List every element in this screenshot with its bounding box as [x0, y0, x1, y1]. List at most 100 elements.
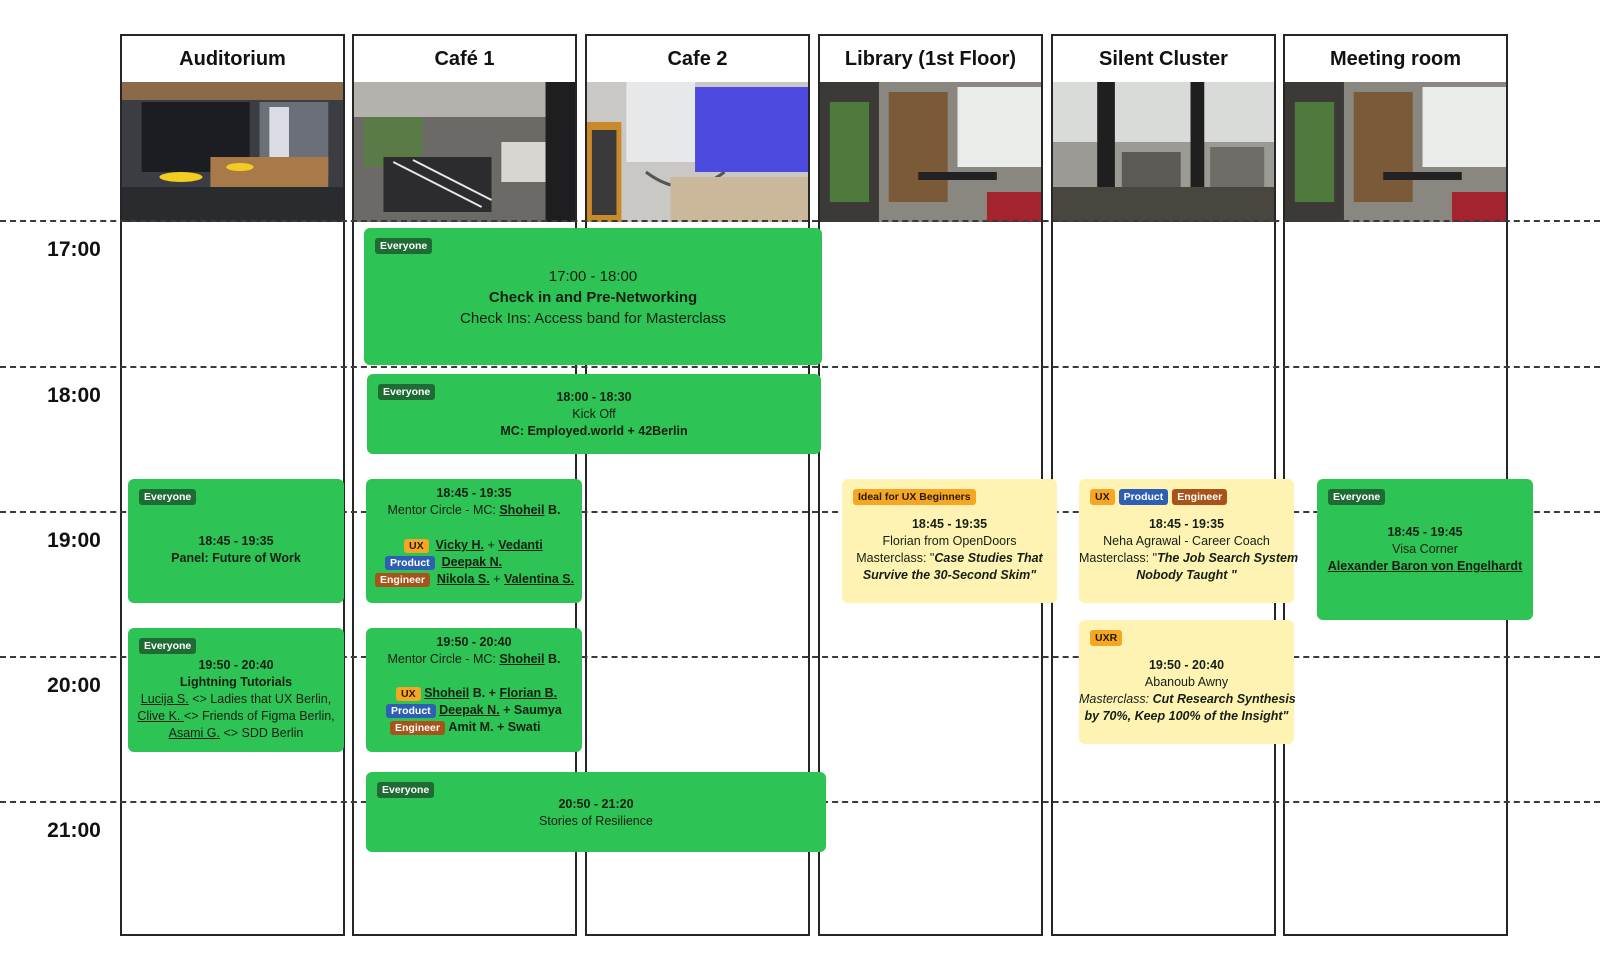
- masterclass-prefix: Masterclass: ": [856, 551, 935, 565]
- speaker-link[interactable]: Lucija S.: [140, 692, 189, 706]
- event-time: 18:45 - 19:35: [436, 486, 512, 500]
- masterclass-title-cont: Nobody Taught ": [1136, 568, 1237, 582]
- mentor-link[interactable]: Valentina S.: [503, 572, 575, 586]
- time-label: 19:00: [47, 529, 101, 552]
- mentor-link[interactable]: Florian B.: [499, 686, 558, 700]
- event-title: Stories of Resilience: [539, 814, 653, 828]
- event-mc: MC: Employed.world + 42Berlin: [500, 424, 688, 438]
- event-check-in[interactable]: Everyone 17:00 - 18:00 Check in and Pre-…: [364, 228, 822, 365]
- tag-product: Product: [1118, 489, 1169, 505]
- mentor-circle-label: Mentor Circle - MC:: [387, 652, 500, 666]
- event-lightning-tutorials[interactable]: Everyone 19:50 - 20:40 Lightning Tutoria…: [128, 628, 344, 752]
- event-title: Kick Off: [572, 407, 616, 421]
- room-photo-silent-cluster: [1053, 82, 1274, 222]
- event-speaker: Neha Agrawal - Career Coach: [1103, 534, 1270, 548]
- time-label: 20:00: [47, 674, 101, 697]
- speaker-link[interactable]: Clive K.: [137, 709, 184, 723]
- event-time: 19:50 - 20:40: [436, 635, 512, 649]
- mc-suffix: B.: [544, 503, 561, 517]
- masterclass-prefix: Masterclass:: [1079, 692, 1153, 706]
- event-kick-off[interactable]: Everyone 18:00 - 18:30 Kick Off MC: Empl…: [367, 374, 821, 454]
- event-neha-masterclass[interactable]: UX Product Engineer 18:45 - 19:35 Neha A…: [1079, 479, 1298, 603]
- mc-link[interactable]: Shoheil: [499, 652, 545, 666]
- event-time: 19:50 - 20:40: [1148, 658, 1225, 672]
- room-title: Library (1st Floor): [844, 48, 1017, 70]
- event-time: 17:00 - 18:00: [548, 268, 638, 285]
- event-time: 19:50 - 20:40: [198, 658, 274, 672]
- tag-ideal-for-ux-beginners: Ideal for UX Beginners: [853, 489, 976, 505]
- tag-uxr: UXR: [1090, 630, 1123, 646]
- mentor-names: Amit M. + Swati: [448, 720, 541, 734]
- mentor-link[interactable]: Deepak N.: [441, 555, 503, 569]
- tag-everyone: Everyone: [377, 782, 435, 798]
- room-photo-library: [820, 82, 1041, 222]
- event-time: 18:45 - 19:35: [911, 517, 988, 531]
- event-panel[interactable]: Everyone 18:45 - 19:35 Panel: Future of …: [128, 479, 344, 603]
- room-title: Auditorium: [179, 48, 286, 70]
- event-time: 18:45 - 19:35: [198, 534, 274, 548]
- time-label: 17:00: [47, 238, 101, 261]
- event-title: Visa Corner: [1392, 542, 1458, 556]
- hour-line-17: [0, 220, 1600, 222]
- masterclass-title: Cut Research Synthesis: [1152, 692, 1296, 706]
- event-stories-of-resilience[interactable]: Everyone 20:50 - 21:20 Stories of Resili…: [366, 772, 826, 852]
- hour-line-20: [0, 656, 1600, 658]
- tag-ux: UX: [1090, 489, 1115, 505]
- room-title: Silent Cluster: [1099, 48, 1228, 70]
- mentor-extra: + Saumya: [499, 703, 562, 717]
- hour-line-19: [0, 511, 1600, 513]
- tag-ux: UX: [404, 538, 429, 553]
- mc-link[interactable]: Shoheil: [499, 503, 545, 517]
- tag-product: Product: [385, 555, 435, 570]
- event-library-masterclass[interactable]: Ideal for UX Beginners 18:45 - 19:35 Flo…: [842, 479, 1057, 603]
- event-time: 18:00 - 18:30: [556, 390, 632, 404]
- event-title: Check in and Pre-Networking: [488, 289, 698, 306]
- speaker-community: <> Ladies that UX Berlin,: [188, 692, 332, 706]
- masterclass-title: The Job Search System: [1157, 551, 1299, 565]
- speaker-community: <> SDD Berlin: [220, 726, 304, 740]
- event-mentor-circle-2[interactable]: 19:50 - 20:40 Mentor Circle - MC: Shohei…: [366, 628, 582, 752]
- room-photo-cafe-1: [354, 82, 575, 222]
- tag-engineer: Engineer: [375, 572, 430, 587]
- mentor-link[interactable]: Deepak N.: [439, 703, 500, 717]
- masterclass-title-cont: by 70%, Keep 100% of the Insight": [1084, 709, 1289, 723]
- event-time: 18:45 - 19:45: [1387, 525, 1463, 539]
- tag-engineer: Engineer: [1172, 489, 1228, 505]
- masterclass-title-cont: Survive the 30-Second Skim": [862, 568, 1037, 582]
- event-time: 20:50 - 21:20: [558, 797, 634, 811]
- tag-everyone: Everyone: [139, 489, 197, 505]
- hour-line-18: [0, 366, 1600, 368]
- room-title: Cafe 2: [667, 48, 728, 70]
- event-speaker: Florian from OpenDoors: [882, 534, 1017, 548]
- mentor-circle-label: Mentor Circle - MC:: [387, 503, 500, 517]
- masterclass-title: Case Studies That: [934, 551, 1043, 565]
- time-label: 21:00: [47, 819, 101, 842]
- event-speaker: Abanoub Awny: [1144, 675, 1229, 689]
- tag-engineer: Engineer: [390, 720, 445, 735]
- mc-suffix: B.: [544, 652, 561, 666]
- tag-everyone: Everyone: [378, 384, 436, 400]
- event-time: 18:45 - 19:35: [1148, 517, 1225, 531]
- event-title: Lightning Tutorials: [179, 675, 293, 689]
- mentor-link[interactable]: Nikola S.: [436, 572, 490, 586]
- time-label: 18:00: [47, 384, 101, 407]
- tag-everyone: Everyone: [139, 638, 197, 654]
- room-photo-auditorium: [122, 82, 343, 222]
- mentor-separator: B. +: [469, 686, 500, 700]
- speaker-community: <> Friends of Figma Berlin,: [183, 709, 335, 723]
- mentor-link[interactable]: Vedanti: [498, 538, 543, 552]
- event-abanoub-masterclass[interactable]: UXR 19:50 - 20:40 Abanoub Awny Mastercla…: [1079, 620, 1296, 744]
- mentor-link[interactable]: Shoheil: [424, 686, 470, 700]
- room-photo-cafe-2: [587, 82, 808, 222]
- mentor-link[interactable]: Vicky H.: [435, 538, 484, 552]
- tag-product: Product: [386, 703, 436, 718]
- tag-everyone: Everyone: [375, 238, 433, 254]
- room-photo-meeting-room: [1285, 82, 1506, 222]
- room-title: Meeting room: [1329, 48, 1462, 70]
- tag-everyone: Everyone: [1328, 489, 1386, 505]
- event-visa-corner[interactable]: Everyone 18:45 - 19:45 Visa Corner Alexa…: [1317, 479, 1533, 620]
- event-mentor-circle-1[interactable]: 18:45 - 19:35 Mentor Circle - MC: Shohei…: [366, 479, 582, 603]
- speaker-link[interactable]: Asami G.: [168, 726, 221, 740]
- tag-ux: UX: [396, 686, 421, 701]
- host-link[interactable]: Alexander Baron von Engelhardt: [1327, 559, 1523, 573]
